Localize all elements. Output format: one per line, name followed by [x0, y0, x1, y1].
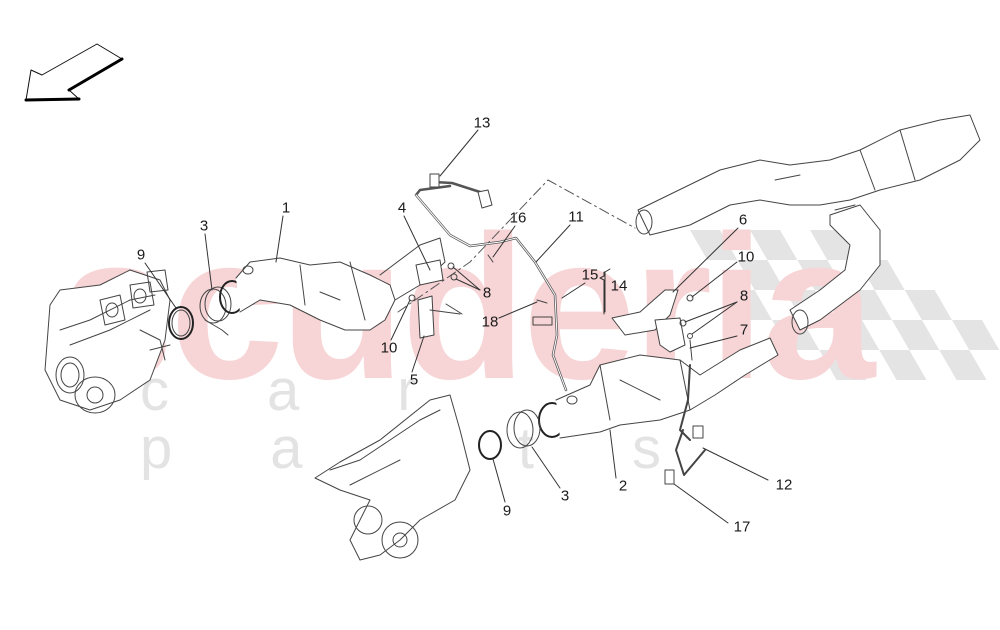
- callout-14[interactable]: 14: [610, 277, 628, 295]
- catalytic-converter-1: [219, 237, 446, 331]
- left-turbocharger: [44, 269, 171, 414]
- callout-8[interactable]: 8: [482, 284, 492, 302]
- right-turbocharger: [314, 394, 471, 561]
- direction-arrow-icon: [24, 43, 124, 102]
- callout-18[interactable]: 18: [481, 313, 499, 331]
- clamp-left: [199, 286, 232, 336]
- leader-lines: [144, 129, 769, 524]
- bracket-6-7: [611, 289, 694, 361]
- callout-9[interactable]: 9: [502, 502, 512, 520]
- callout-4[interactable]: 4: [397, 199, 407, 217]
- callout-16[interactable]: 16: [509, 209, 527, 227]
- clamp-right: [506, 409, 541, 449]
- callout-6[interactable]: 6: [738, 211, 748, 229]
- callout-17[interactable]: 17: [733, 518, 751, 536]
- bracket-4-5: [408, 259, 463, 339]
- lambda-sensor-2: [664, 364, 706, 485]
- gasket-left: [168, 306, 194, 340]
- callout-9[interactable]: 9: [136, 246, 146, 264]
- callout-15[interactable]: 15: [581, 266, 599, 284]
- rear-exhaust: [635, 114, 981, 335]
- callout-1[interactable]: 1: [281, 199, 291, 217]
- callout-8[interactable]: 8: [739, 287, 749, 305]
- callout-10[interactable]: 10: [380, 339, 398, 357]
- callout-2[interactable]: 2: [618, 477, 628, 495]
- callout-3[interactable]: 3: [199, 217, 209, 235]
- callout-10[interactable]: 10: [737, 248, 755, 266]
- catalytic-converter-2: [538, 337, 779, 439]
- callout-5[interactable]: 5: [409, 371, 419, 389]
- callout-12[interactable]: 12: [775, 476, 793, 494]
- gasket-right: [478, 430, 502, 460]
- callout-7[interactable]: 7: [739, 321, 749, 339]
- callout-13[interactable]: 13: [473, 114, 491, 132]
- callout-11[interactable]: 11: [568, 208, 584, 226]
- callout-3[interactable]: 3: [560, 487, 570, 505]
- lambda-sensor-wire: [414, 173, 568, 392]
